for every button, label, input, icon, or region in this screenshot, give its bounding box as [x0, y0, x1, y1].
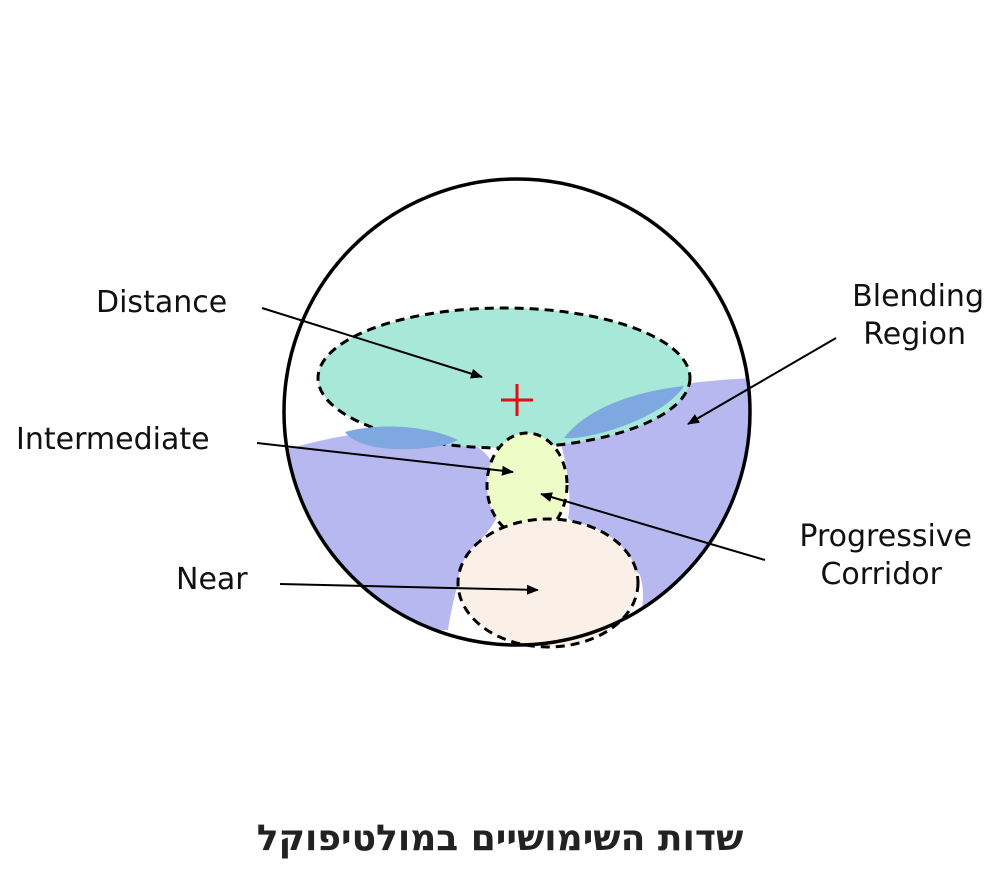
near-zone: [456, 517, 640, 649]
arrow-progressive: [540, 492, 766, 561]
label-progressive-line2: Corridor: [820, 557, 942, 592]
arrow-distance: [261, 307, 483, 379]
distance-zone: [316, 306, 692, 450]
arrow-intermediate: [256, 442, 514, 476]
red-plus-icon: [501, 384, 533, 416]
label-near: Near: [176, 562, 248, 597]
overlap-left: [345, 426, 458, 450]
overlap-right: [564, 386, 684, 439]
label-progressive-line1: Progressive: [799, 519, 972, 554]
label-blending-line2: Region: [863, 317, 966, 352]
label-blending-line1: Blending: [852, 279, 984, 314]
arrow-near: [279, 583, 539, 595]
label-intermediate: Intermediate: [16, 422, 210, 457]
caption: שדות השימושיים במולטיפוקל: [256, 818, 744, 859]
arrow-blending: [687, 337, 837, 425]
lens-outline: [282, 177, 752, 647]
label-distance: Distance: [96, 285, 227, 320]
